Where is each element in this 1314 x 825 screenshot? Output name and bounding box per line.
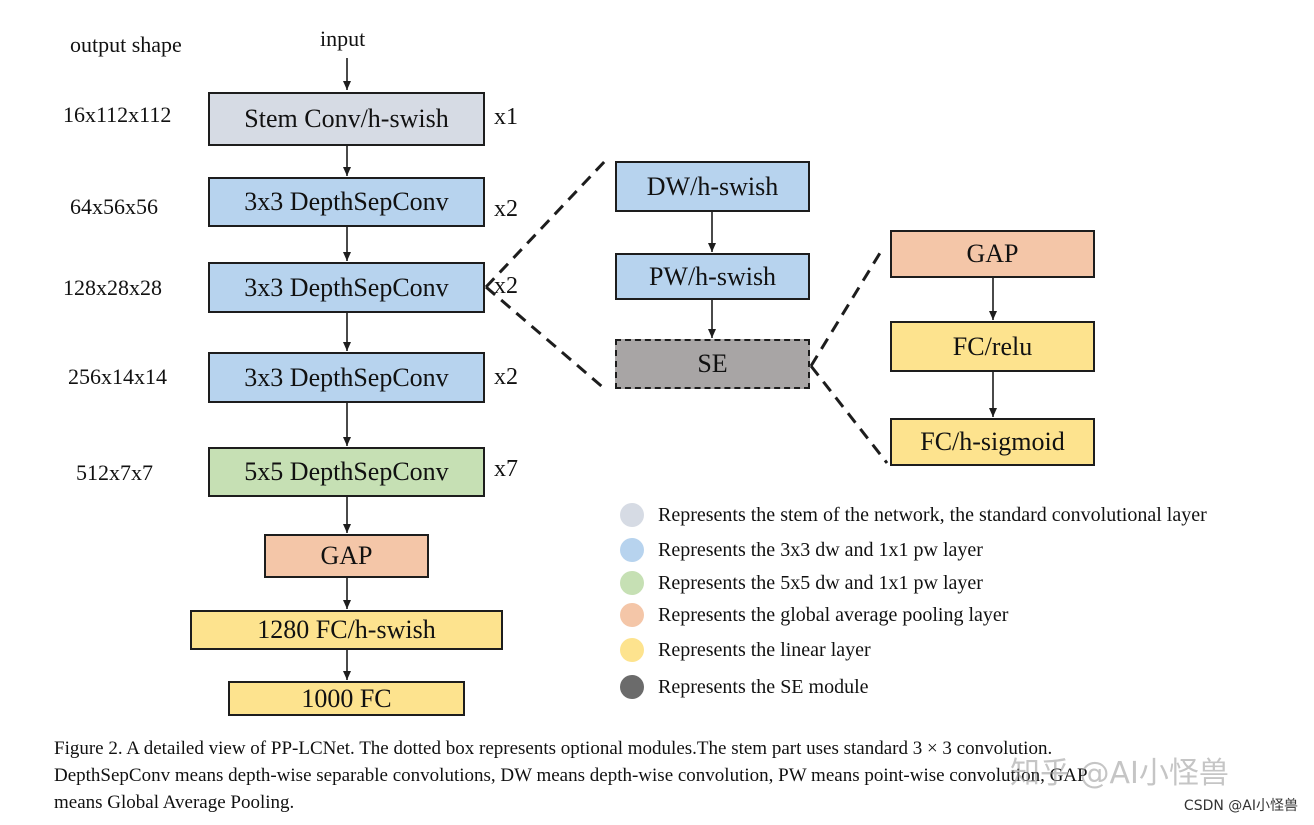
output-shape-label: 256x14x14 [68, 364, 167, 389]
output-shape-label: 64x56x56 [70, 194, 158, 219]
output-shape-label: 16x112x112 [63, 102, 172, 127]
legend-dot-icon [620, 638, 644, 662]
credit-text: CSDN @AI小怪兽 [1183, 798, 1298, 814]
output-shape-heading: output shape [70, 32, 182, 57]
stem-conv-block: Stem Conv/h-swish [208, 92, 485, 146]
caption-line: DepthSepConv means depth-wise separable … [54, 765, 1088, 786]
repeat-count: x2 [494, 196, 518, 222]
legend-dot-icon [620, 538, 644, 562]
repeat-count: x2 [494, 273, 518, 299]
repeat-count: x7 [494, 456, 518, 482]
legend-dot-icon [620, 603, 644, 627]
fc-1280-block: 1280 FC/h-swish [190, 610, 503, 650]
depthsepconv-5x5-block: 5x5 DepthSepConv [208, 447, 485, 497]
input-label: input [320, 26, 366, 51]
fc-1000-block: 1000 FC [228, 681, 465, 716]
legend-item-gap: Represents the global average pooling la… [620, 600, 1008, 630]
se-module-block: SE [615, 339, 810, 389]
figure-caption: Figure 2. A detailed view of PP-LCNet. T… [54, 735, 1269, 816]
output-shape-label: 128x28x28 [63, 275, 162, 300]
legend-text: Represents the 5x5 dw and 1x1 pw layer [658, 571, 983, 594]
dw-hswish-block: DW/h-swish [615, 161, 810, 212]
legend-dot-icon [620, 503, 644, 527]
legend-item-stem: Represents the stem of the network, the … [620, 500, 1207, 530]
se-gap-block: GAP [890, 230, 1095, 278]
repeat-count: x1 [494, 104, 518, 130]
legend-text: Represents the linear layer [658, 638, 871, 661]
legend-text: Represents the global average pooling la… [658, 603, 1009, 626]
fc-relu-block: FC/relu [890, 321, 1095, 372]
legend-text: Represents the SE module [658, 675, 869, 698]
legend-item-linear: Represents the linear layer [620, 635, 871, 665]
depthsepconv-3x3-block: 3x3 DepthSepConv [208, 177, 485, 227]
gap-block: GAP [264, 534, 429, 578]
caption-line: means Global Average Pooling. [54, 792, 295, 813]
repeat-count: x2 [494, 364, 518, 390]
depthsepconv-3x3-block: 3x3 DepthSepConv [208, 262, 485, 313]
watermark: 知乎 @AI小怪兽 [1010, 756, 1229, 791]
fc-hsigmoid-block: FC/h-sigmoid [890, 418, 1095, 466]
legend-dot-icon [620, 571, 644, 595]
pw-hswish-block: PW/h-swish [615, 253, 810, 300]
output-shape-label: 512x7x7 [76, 460, 153, 485]
legend-item-se: Represents the SE module [620, 672, 869, 702]
caption-line: Figure 2. A detailed view of PP-LCNet. T… [54, 738, 1053, 759]
legend-dot-icon [620, 675, 644, 699]
legend-item-5x5: Represents the 5x5 dw and 1x1 pw layer [620, 568, 983, 598]
legend-text: Represents the stem of the network, the … [658, 503, 1207, 526]
depthsepconv-3x3-block: 3x3 DepthSepConv [208, 352, 485, 403]
legend-item-3x3: Represents the 3x3 dw and 1x1 pw layer [620, 535, 983, 565]
legend-text: Represents the 3x3 dw and 1x1 pw layer [658, 538, 983, 561]
